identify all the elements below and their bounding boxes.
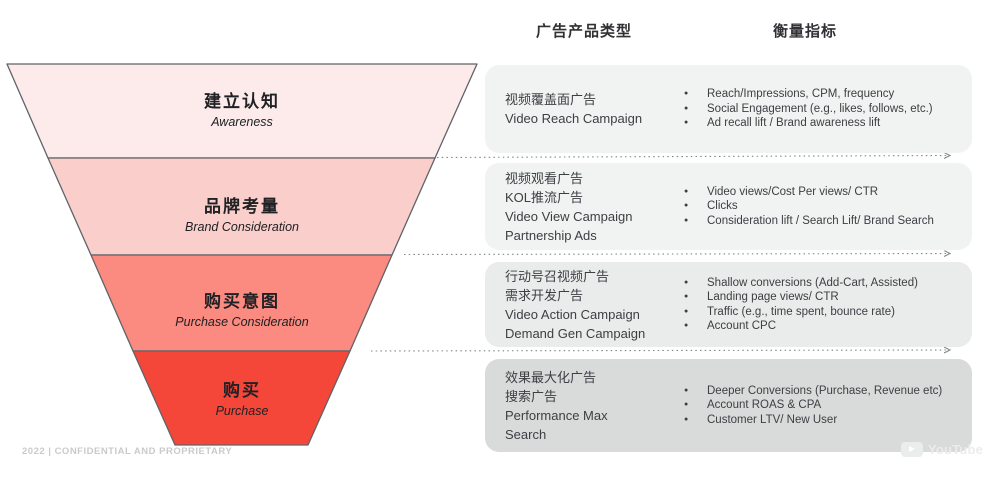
product-list: 视频观看广告 KOL推流广告 Video View Campaign Partn… <box>485 169 684 245</box>
product-list: 行动号召视频广告 需求开发广告 Video Action Campaign De… <box>485 267 684 343</box>
product-line: 需求开发广告 <box>505 287 584 303</box>
metric-text: Clicks <box>707 200 738 213</box>
product-line: Video View Campaign <box>505 208 633 224</box>
bullet-icon: ● <box>684 401 689 409</box>
metric-text: Shallow conversions (Add-Cart, Assisted) <box>707 276 918 289</box>
product-line: Video Action Campaign <box>505 306 640 322</box>
product-list: 效果最大化广告 搜索广告 Performance Max Search <box>485 368 684 444</box>
metric-item: ● Clicks <box>684 199 964 214</box>
metric-item: ● Video views/Cost Per views/ CTR <box>684 185 964 200</box>
metric-text: Ad recall lift / Brand awareness lift <box>707 117 881 130</box>
metric-text: Account CPC <box>707 320 777 332</box>
bullet-icon: ● <box>684 202 689 210</box>
funnel-stage-connector-2 <box>403 254 950 255</box>
funnel-stage-awareness <box>6 63 478 159</box>
column-header-ad-product-type: 广告产品类型 <box>536 23 633 40</box>
bullet-icon: ● <box>684 119 689 127</box>
bullet-icon: ● <box>684 293 689 300</box>
metric-text: Landing page views/ CTR <box>707 291 839 303</box>
card-brand-consideration: 视频观看广告 KOL推流广告 Video View Campaign Partn… <box>485 163 972 250</box>
metric-text: Deeper Conversions (Purchase, Revenue et… <box>707 384 943 397</box>
metric-list: ● Video views/Cost Per views/ CTR ● Clic… <box>684 185 972 229</box>
metric-text: Account ROAS & CPA <box>707 399 822 412</box>
product-line: Performance Max <box>505 407 608 423</box>
bullet-icon: ● <box>684 386 689 394</box>
metric-item: ● Ad recall lift / Brand awareness lift <box>684 116 964 131</box>
card-awareness: 视频覆盖面广告 Video Reach Campaign ● Reach/Imp… <box>485 65 972 153</box>
bullet-icon: ● <box>684 216 689 224</box>
product-line: 效果最大化广告 <box>505 369 597 385</box>
bullet-icon: ● <box>684 278 689 286</box>
metric-item: ● Consideration lift / Search Lift/ Bran… <box>684 214 964 229</box>
bullet-icon: ● <box>684 415 689 423</box>
column-header-measurement-metrics: 衡量指标 <box>773 23 838 40</box>
bullet-icon: ● <box>684 187 689 195</box>
metric-text: Customer LTV/ New User <box>707 413 838 426</box>
product-line: 行动号召视频广告 <box>505 268 610 284</box>
metric-list: ● Reach/Impressions, CPM, frequency ● So… <box>684 87 972 131</box>
bullet-icon: ● <box>684 322 689 329</box>
funnel-stage-purchase <box>132 350 351 446</box>
funnel-stage-connector-3 <box>370 350 950 351</box>
card-purchase-consideration: 行动号召视频广告 需求开发广告 Video Action Campaign De… <box>485 262 972 347</box>
metric-item: ● Traffic (e.g., time spent, bounce rate… <box>684 305 964 320</box>
bullet-icon: ● <box>684 104 689 112</box>
metric-text: Traffic (e.g., time spent, bounce rate) <box>707 305 895 318</box>
confidential-footer: 2022 | CONFIDENTIAL AND PROPRIETARY <box>22 446 233 457</box>
metric-item: ● Customer LTV/ New User <box>684 413 964 428</box>
bullet-icon: ● <box>684 307 689 315</box>
product-line: KOL推流广告 <box>505 189 584 205</box>
metric-item: ● Landing page views/ CTR <box>684 290 964 305</box>
youtube-watermark-label: YouTube <box>928 442 984 457</box>
metric-item: ● Social Engagement (e.g., likes, follow… <box>684 102 964 117</box>
product-line: Partnership Ads <box>505 227 597 243</box>
metric-list: ● Shallow conversions (Add-Cart, Assiste… <box>684 276 972 334</box>
product-list: 视频覆盖面广告 Video Reach Campaign <box>485 90 684 128</box>
metric-item: ● Account ROAS & CPA <box>684 398 964 413</box>
funnel-stage-purchase-consideration <box>90 254 393 352</box>
metric-text: Reach/Impressions, CPM, frequency <box>707 88 895 101</box>
metric-text: Social Engagement (e.g., likes, follows,… <box>707 102 933 115</box>
youtube-watermark: YouTube <box>901 442 983 457</box>
product-line: Demand Gen Campaign <box>505 325 646 341</box>
metric-item: ● Shallow conversions (Add-Cart, Assiste… <box>684 276 964 291</box>
product-line: Video Reach Campaign <box>505 111 643 126</box>
metric-item: ● Reach/Impressions, CPM, frequency <box>684 87 964 102</box>
product-line: 视频观看广告 <box>505 170 584 186</box>
card-purchase: 效果最大化广告 搜索广告 Performance Max Search ● De… <box>485 359 972 452</box>
product-line: 搜索广告 <box>505 388 558 404</box>
funnel-stage-connector-1 <box>436 156 950 158</box>
bullet-icon: ● <box>684 90 689 98</box>
metric-list: ● Deeper Conversions (Purchase, Revenue … <box>684 384 972 428</box>
funnel-stage-brand-consideration <box>47 157 436 256</box>
metric-text: Consideration lift / Search Lift/ Brand … <box>707 214 934 227</box>
youtube-play-icon <box>901 442 923 457</box>
metric-text: Video views/Cost Per views/ CTR <box>707 185 879 198</box>
metric-item: ● Deeper Conversions (Purchase, Revenue … <box>684 384 964 399</box>
product-line: Search <box>505 426 547 442</box>
product-line: 视频覆盖面广告 <box>505 92 597 107</box>
metric-item: ● Account CPC <box>684 319 964 334</box>
